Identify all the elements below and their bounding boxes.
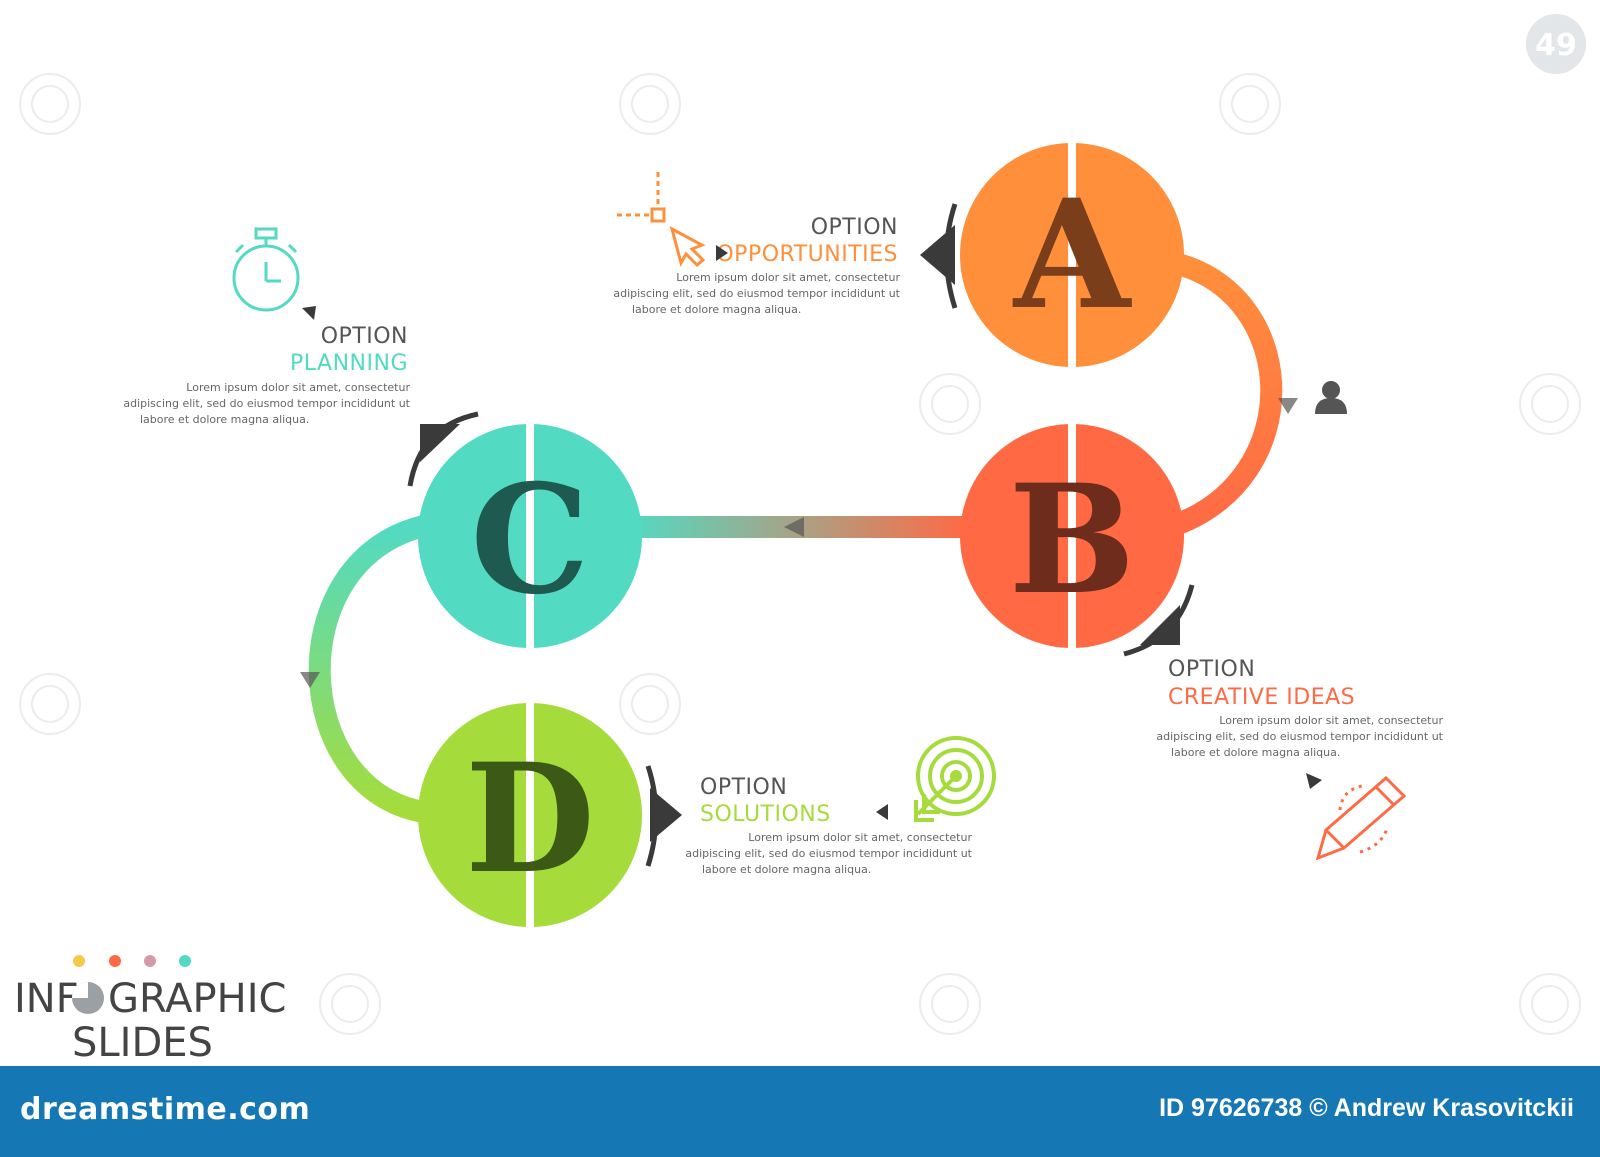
logo-line1-end: GRAPHIC <box>108 976 286 1022</box>
person-icon <box>1315 381 1347 414</box>
step-c-body-line-3: labore et dolore magna aliqua. <box>140 413 309 426</box>
flow-arrow-c-d <box>300 672 320 688</box>
step-d-body-line-3: labore et dolore magna aliqua. <box>702 863 871 876</box>
step-c-body-line-2: adipiscing elit, sed do eiusmod tempor i… <box>123 397 410 410</box>
flow-arrow-a-b <box>1278 398 1298 414</box>
logo-line2: SLIDES <box>72 1020 213 1066</box>
step-b-letter: B <box>1009 452 1136 628</box>
stopwatch-icon <box>232 227 300 312</box>
connector-c-d <box>308 515 427 823</box>
step-d-node: D <box>418 700 682 932</box>
step-c-heading: OPTION <box>321 324 408 349</box>
step-b-body-line-3: labore et dolore magna aliqua. <box>1171 746 1340 759</box>
step-b-heading: OPTION <box>1168 657 1255 682</box>
page-number-badge: 49 <box>1526 14 1586 74</box>
step-a-body-line-1: Lorem ipsum dolor sit amet, consectetur <box>676 271 900 284</box>
step-a-body-line-3: labore et dolore magna aliqua. <box>632 303 801 316</box>
crosshair-cursor-icon <box>617 172 706 268</box>
step-b-node: B <box>960 420 1195 657</box>
step-a-node: A <box>920 140 1184 370</box>
step-a-title: OPPORTUNITIES <box>716 242 898 267</box>
step-d-title: SOLUTIONS <box>700 802 831 827</box>
footer-credit: ID 97626738 © Andrew Krasovitckii <box>1159 1094 1574 1122</box>
step-d-text: OPTION SOLUTIONS Lorem ipsum dolor sit a… <box>685 736 996 876</box>
step-b-title: CREATIVE IDEAS <box>1168 685 1355 710</box>
logo-line1-start: INF <box>14 976 79 1022</box>
step-d-body-line-1: Lorem ipsum dolor sit amet, consectetur <box>748 831 972 844</box>
step-b-body-line-2: adipiscing elit, sed do eiusmod tempor i… <box>1156 730 1443 743</box>
step-d-body-line-2: adipiscing elit, sed do eiusmod tempor i… <box>685 847 972 860</box>
step-b-body-line-1: Lorem ipsum dolor sit amet, consectetur <box>1219 714 1443 727</box>
step-a-text: OPTION OPPORTUNITIES Lorem ipsum dolor s… <box>613 172 901 316</box>
step-a-letter: A <box>1012 167 1133 343</box>
step-a-body-line-2: adipiscing elit, sed do eiusmod tempor i… <box>613 287 900 300</box>
flow-arrow-b-c <box>784 517 804 537</box>
step-c-text: OPTION PLANNING Lorem ipsum dolor sit am… <box>123 227 411 426</box>
step-a-heading: OPTION <box>811 215 898 240</box>
step-b-text: OPTION CREATIVE IDEAS Lorem ipsum dolor … <box>1156 657 1444 861</box>
pencil-icon <box>1315 775 1407 861</box>
footer-bar: dreamstime.com ID 97626738 © Andrew Kras… <box>0 1066 1600 1157</box>
page-number: 49 <box>1535 28 1577 63</box>
step-c-title: PLANNING <box>290 351 408 376</box>
step-d-heading: OPTION <box>700 775 787 800</box>
infographic-slides-logo: INF GRAPHIC SLIDES <box>14 955 286 1066</box>
connector-a-b <box>1166 251 1283 538</box>
step-c-letter: C <box>470 452 589 628</box>
step-c-node: C <box>407 411 642 652</box>
step-d-letter: D <box>465 731 595 907</box>
footer-brand[interactable]: dreamstime.com <box>20 1092 311 1127</box>
step-c-body-line-1: Lorem ipsum dolor sit amet, consectetur <box>186 381 410 394</box>
target-arrow-icon <box>914 736 996 822</box>
watermark-pattern <box>19 73 1581 1035</box>
